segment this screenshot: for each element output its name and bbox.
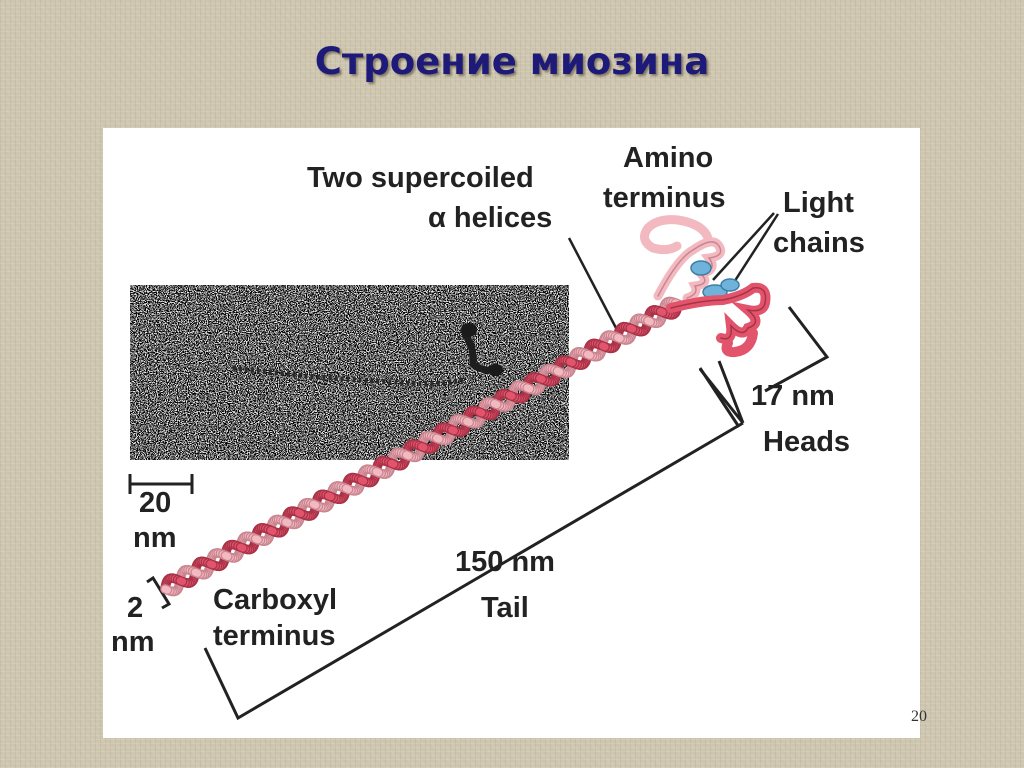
slide-title: Строение миозина <box>314 40 710 83</box>
helix-strand-light <box>372 468 383 477</box>
helix-strand-light <box>282 518 292 527</box>
myosin-diagram <box>128 212 830 721</box>
helix-strand-light <box>583 350 594 359</box>
helix-strand-dark <box>536 374 546 383</box>
myosin-head-lower <box>666 282 771 358</box>
helix-strand-light <box>161 585 172 594</box>
light-chains-leader-1 <box>712 212 775 281</box>
helix-strand-dark <box>294 509 305 518</box>
helix-strand-dark <box>475 408 486 417</box>
helices-leader <box>567 237 618 329</box>
helix-strand-light <box>221 551 232 561</box>
width-unit-label: nm <box>111 626 155 658</box>
supercoiled-label-line2: α helices <box>428 202 553 234</box>
helix-strand-dark <box>626 324 637 333</box>
helix-strand-light <box>614 334 624 343</box>
helix-strand-dark <box>387 459 398 468</box>
helix-strand-dark <box>357 476 368 485</box>
light-chains-leader-2 <box>727 213 780 291</box>
amino-terminus-label-line1: Amino <box>623 142 714 174</box>
helix-strand-light <box>402 451 413 460</box>
light-chains <box>690 260 740 300</box>
helix-strand-light <box>490 400 501 409</box>
supercoiled-label-line1: Two supercoiled <box>307 162 534 194</box>
figure-panel: Two supercoiled α helices Amino terminus… <box>103 128 920 738</box>
helix-strand-light <box>191 568 202 577</box>
coiled-coil-tail <box>160 296 683 597</box>
tail-size-label: 150 nm <box>455 546 555 578</box>
helix-strand-dark <box>599 342 609 351</box>
scale-bar <box>128 474 194 494</box>
slide-number: 20 <box>911 708 927 725</box>
helix-strand-light <box>309 500 320 509</box>
helix-strand-dark <box>236 543 247 552</box>
helix-strand-dark <box>206 560 217 569</box>
width-value-label: 2 <box>127 592 144 624</box>
helix-strand-light <box>252 535 262 544</box>
helix-strand-light <box>463 417 473 426</box>
helix-strand-light <box>553 367 564 376</box>
helix-strand-light <box>644 317 654 326</box>
helix-strand-dark <box>176 577 187 586</box>
light-chains-label-line2: chains <box>773 227 865 259</box>
helix-strand-dark <box>448 426 458 435</box>
scale-value-label: 20 <box>139 487 172 519</box>
electron-micrograph <box>130 285 569 460</box>
light-chains-label-line1: Light <box>783 187 854 219</box>
helix-strand-dark <box>566 358 576 367</box>
helix-strand-light <box>433 434 443 443</box>
helix-strand-light <box>342 484 353 493</box>
tail-name-label: Tail <box>481 592 529 624</box>
helix-strand-dark <box>418 443 428 452</box>
helix-strand-light <box>523 384 534 393</box>
amino-terminus-label-line2: terminus <box>603 182 726 214</box>
myosin-head-upper <box>640 215 726 303</box>
helix-strand-dark <box>267 526 277 535</box>
helix-strand-dark <box>656 307 667 316</box>
helix-strand-dark <box>324 492 335 501</box>
scale-unit-label: nm <box>133 522 177 554</box>
helix-strand-dark <box>505 391 516 400</box>
heads-name-label: Heads <box>763 426 851 458</box>
carboxyl-terminus-label-line1: Carboxyl <box>213 584 338 616</box>
carboxyl-terminus-label-line2: terminus <box>213 620 336 652</box>
heads-size-label: 17 nm <box>751 380 835 412</box>
heads-bracket <box>764 306 830 393</box>
